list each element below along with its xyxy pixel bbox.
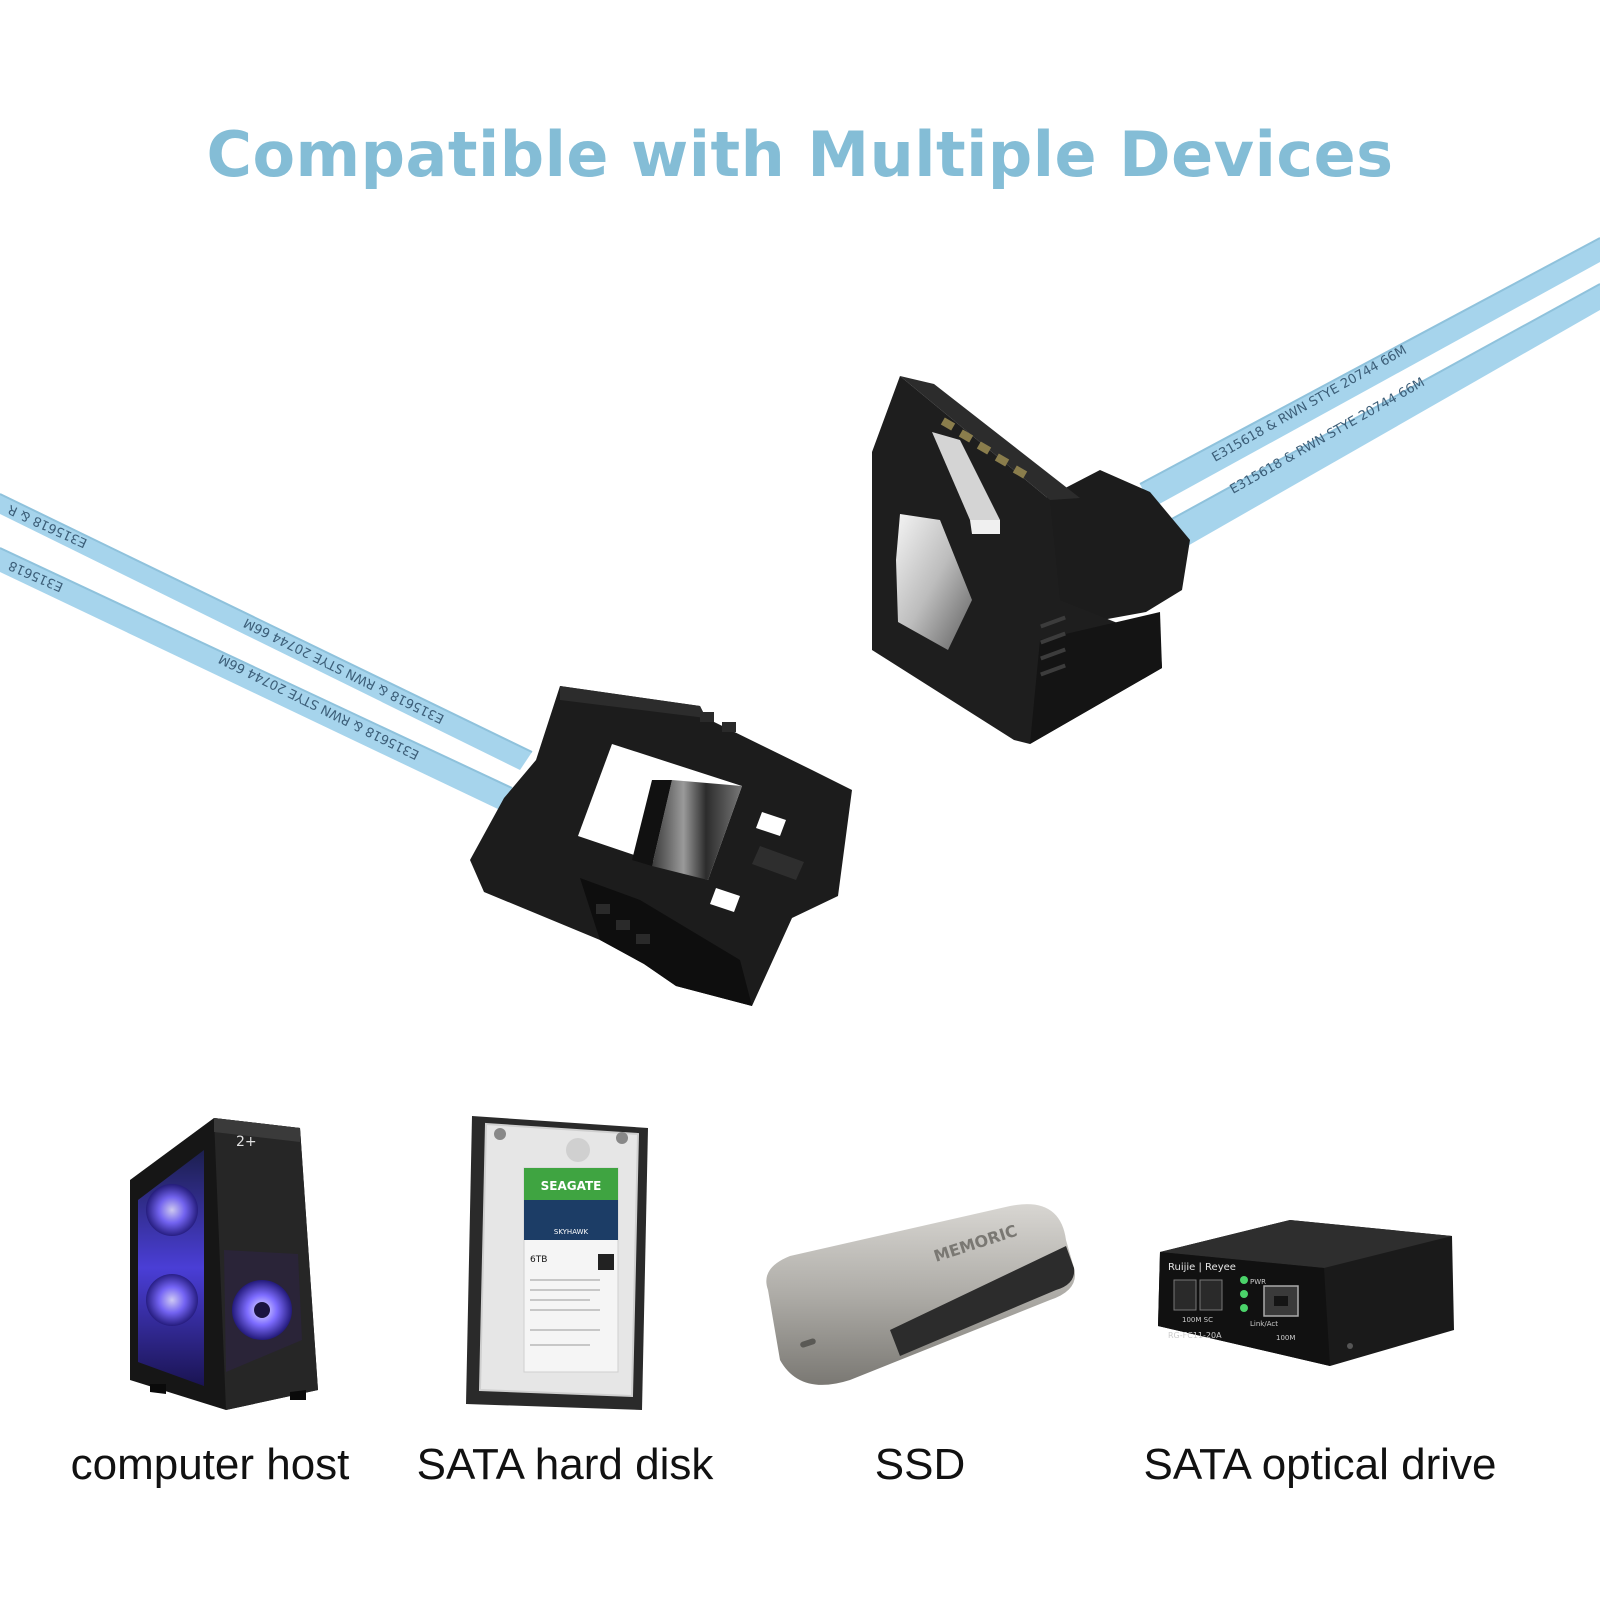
pc-tower-icon: 2+ [130,1118,318,1410]
device-label-sata-optical-drive: SATA optical drive [1143,1440,1497,1489]
device-label-ssd: SSD [874,1440,966,1489]
converter-port-b: 100M [1276,1334,1295,1342]
left-cable-lower [0,547,513,810]
converter-led-b: Link/Act [1250,1320,1278,1328]
hdd-capacity: 6TB [530,1255,547,1265]
converter-port-a: 100M SC [1182,1316,1213,1324]
converter-led-a: PWR [1250,1278,1266,1286]
right-cable-upper [1139,237,1600,508]
left-cable-upper [0,493,533,770]
cable-print-left-fragment-a: E315618 & R [6,501,90,550]
device-label-computer-host: computer host [70,1440,350,1489]
right-angle-sata-connector [872,376,1190,744]
converter-model: RG-FC11-20A [1168,1331,1222,1340]
converter-brand: Ruijie | Reyee [1168,1262,1236,1273]
svg-text:2+: 2+ [236,1134,257,1150]
media-converter-icon: Ruijie | Reyee PWR Link/Act 100M SC RG-F… [1158,1220,1454,1366]
hdd-brand: SEAGATE [541,1179,602,1193]
straight-sata-connector [470,686,852,1006]
page-headline: Compatible with Multiple Devices [206,118,1394,191]
device-label-sata-hard-disk: SATA hard disk [416,1440,714,1489]
right-cable-lower [1169,283,1600,548]
hdd-model: SKYHAWK [554,1228,589,1236]
hard-disk-icon: SEAGATE SKYHAWK 6TB [466,1116,648,1410]
ssd-icon: MEMORIC [766,1204,1075,1385]
